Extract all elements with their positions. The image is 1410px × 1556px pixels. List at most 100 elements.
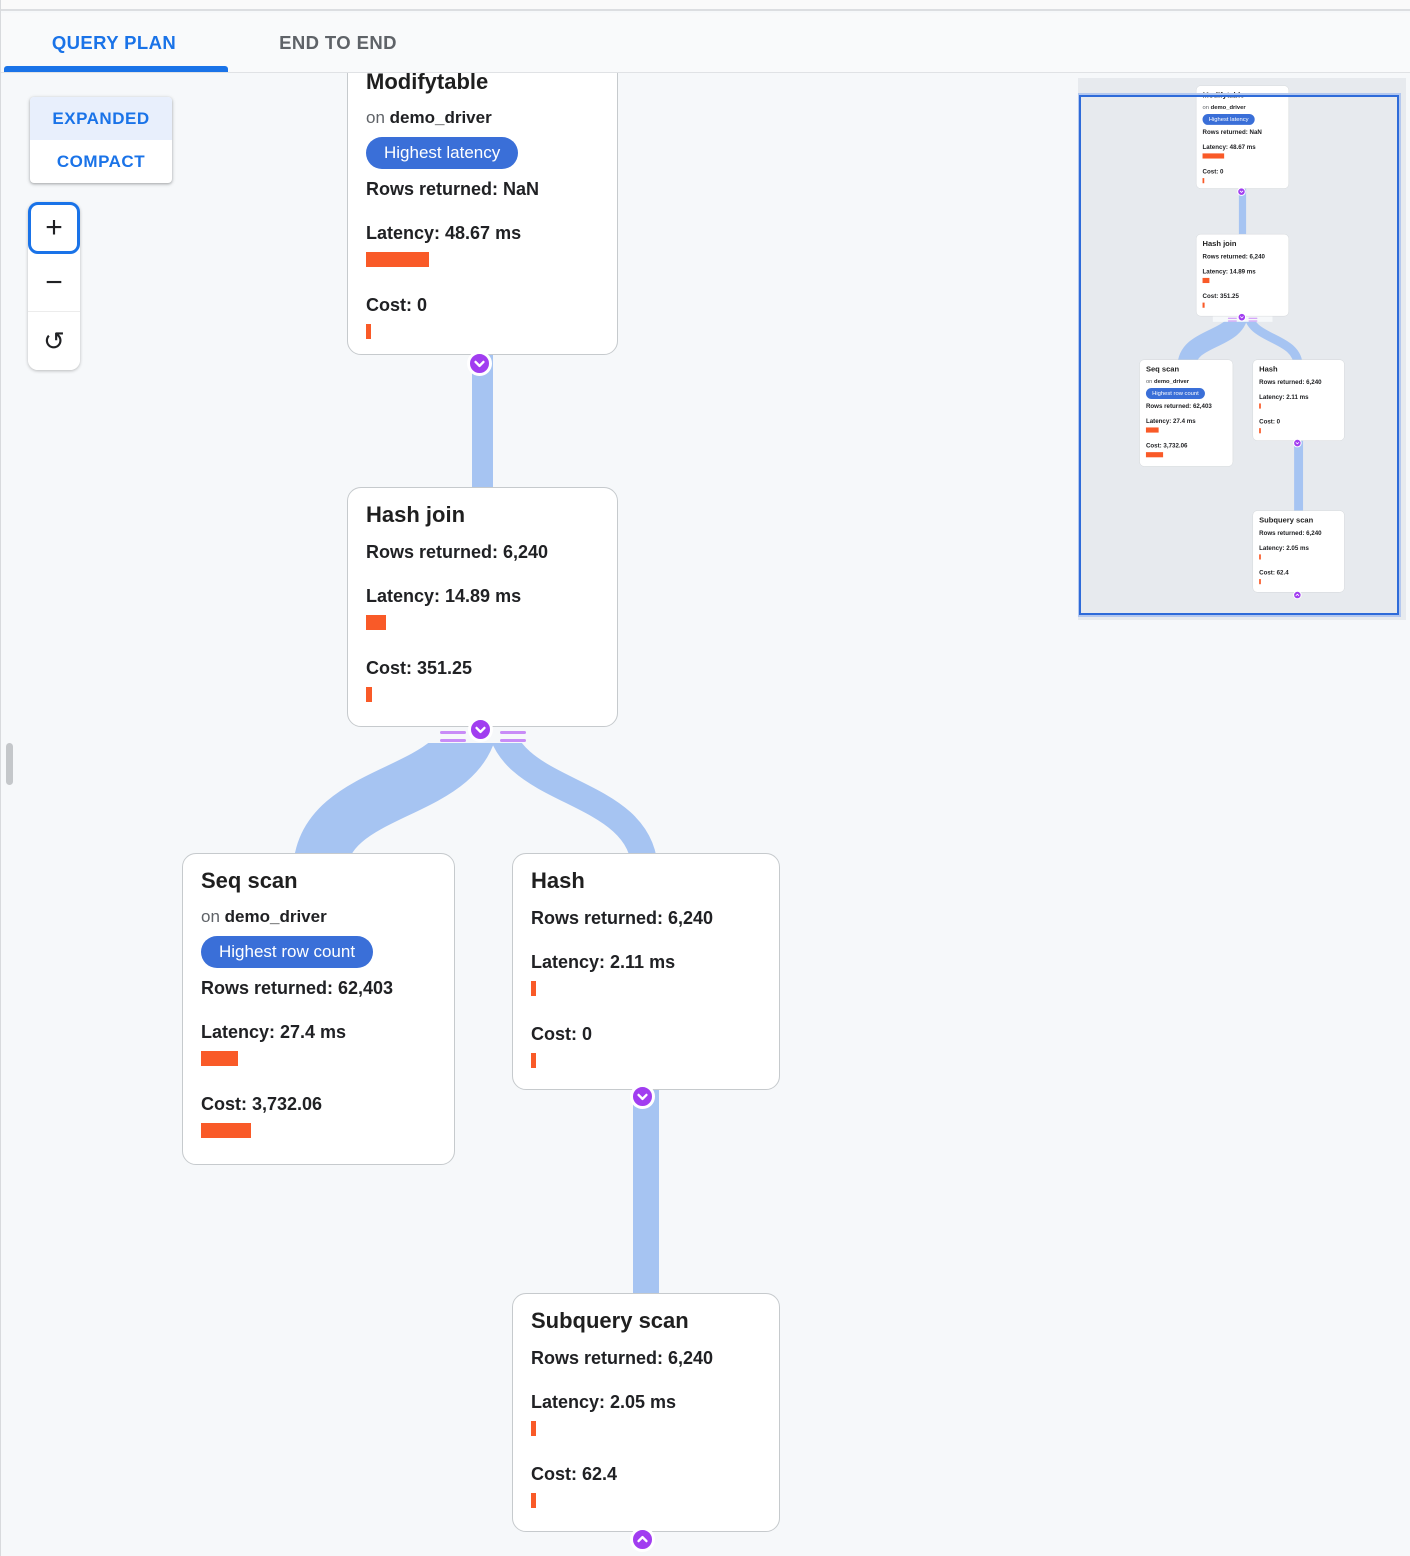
cost-value: Cost: 0 [366, 295, 428, 315]
cost-value: Cost: 3,732.06 [1145, 442, 1188, 450]
latency-bar [1259, 554, 1261, 560]
query-plan-diagram: Modifytable on demo_driver Highest laten… [1078, 85, 1355, 607]
node-title: Seq scan [1145, 364, 1180, 374]
latency-value: Latency: 2.11 ms [1259, 393, 1309, 401]
collapse-children-button[interactable] [1293, 438, 1302, 448]
plan-node-seq-scan[interactable]: Seq scan on demo_driver Highest row coun… [1139, 359, 1234, 467]
pane-top-strip [0, 0, 1410, 11]
rows-returned: Rows returned: NaN [366, 179, 540, 199]
cost-bar [201, 1123, 251, 1138]
tab-end-to-end[interactable]: END TO END [228, 13, 448, 72]
zoom-controls: + − ↺ [28, 202, 80, 370]
node-table: on demo_driver [366, 108, 492, 127]
node-title: Hash [531, 868, 585, 893]
node-table: on demo_driver [1202, 104, 1246, 111]
collapse-children-button[interactable] [468, 717, 493, 742]
rows-returned: Rows returned: 6,240 [1202, 252, 1265, 260]
chevron-down-icon [637, 1093, 648, 1101]
node-title: Hash join [1202, 239, 1237, 248]
rows-returned: Rows returned: 6,240 [531, 908, 714, 928]
query-plan-canvas: Modifytable on demo_driver Highest laten… [0, 73, 1410, 1556]
latency-bar [201, 1051, 238, 1066]
cost-value: Cost: 351.25 [1202, 292, 1239, 300]
latency-bar [1202, 277, 1210, 284]
plan-node-seq-scan[interactable]: Seq scan on demo_driver Highest row coun… [182, 853, 455, 1165]
chevron-down-icon [1239, 190, 1244, 193]
cost-value: Cost: 0 [1259, 418, 1281, 426]
chevron-up-icon [637, 1535, 648, 1543]
plan-node-modifytable[interactable]: Modifytable on demo_driver Highest laten… [347, 73, 618, 355]
cost-value: Cost: 62.4 [531, 1464, 618, 1484]
node-title: Subquery scan [531, 1308, 689, 1333]
collapse-children-button[interactable] [467, 351, 492, 376]
minimap[interactable]: Modifytable on demo_driver Highest laten… [1078, 78, 1406, 620]
latency-bar [1202, 153, 1225, 159]
cost-bar [1202, 178, 1205, 184]
rows-returned: Rows returned: 62,403 [201, 978, 394, 998]
node-table: on demo_driver [201, 907, 327, 926]
latency-value: Latency: 2.11 ms [531, 952, 676, 972]
compact-view-button[interactable]: COMPACT [56, 151, 146, 171]
cost-bar [1145, 452, 1164, 458]
active-tab-underline [4, 66, 228, 72]
zoom-out-button[interactable]: − [28, 254, 80, 311]
plan-node-subquery-scan[interactable]: Subquery scan Rows returned: 6,240 Laten… [1252, 510, 1345, 593]
minimap-viewport[interactable] [1078, 93, 1401, 617]
collapse-children-button[interactable] [1237, 312, 1247, 322]
latency-bar [1145, 427, 1159, 433]
collapse-children-button[interactable] [1237, 187, 1246, 196]
chevron-down-icon [1295, 442, 1300, 445]
cost-value: Cost: 0 [531, 1024, 593, 1044]
collapse-children-button[interactable] [630, 1084, 655, 1109]
latency-value: Latency: 27.4 ms [1145, 417, 1196, 425]
plus-icon: + [45, 211, 63, 244]
latency-value: Latency: 14.89 ms [366, 586, 522, 606]
plan-node-hash[interactable]: Hash Rows returned: 6,240 Latency: 2.11 … [1252, 359, 1345, 441]
plan-node-hash[interactable]: Hash Rows returned: 6,240 Latency: 2.11 … [512, 853, 780, 1090]
pane-left-border [0, 0, 1, 1556]
plan-node-hash-join[interactable]: Hash join Rows returned: 6,240 Latency: … [1196, 234, 1289, 317]
latency-bar [531, 1421, 536, 1436]
cost-bar [1259, 428, 1261, 434]
plan-node-hash-join[interactable]: Hash join Rows returned: 6,240 Latency: … [347, 487, 618, 727]
node-title: Hash [1259, 364, 1278, 374]
cost-value: Cost: 3,732.06 [201, 1094, 323, 1114]
node-title: Hash join [366, 502, 466, 527]
expand-children-button[interactable] [1293, 590, 1302, 600]
latency-value: Latency: 14.89 ms [1202, 267, 1256, 275]
reset-zoom-button[interactable]: ↺ [28, 312, 80, 370]
expand-children-button[interactable] [630, 1527, 655, 1552]
rows-returned: Rows returned: 6,240 [531, 1348, 714, 1368]
latency-value: Latency: 2.05 ms [1259, 544, 1309, 552]
cost-bar [366, 687, 372, 702]
cost-bar [366, 324, 371, 339]
node-title: Modifytable [1202, 90, 1245, 100]
reset-icon: ↺ [43, 325, 65, 356]
expanded-view-button[interactable]: EXPANDED [30, 97, 172, 140]
tab-end-to-end-label: END TO END [279, 31, 397, 53]
cost-value: Cost: 351.25 [366, 658, 473, 678]
tab-query-plan[interactable]: QUERY PLAN [0, 13, 228, 72]
plan-node-modifytable[interactable]: Modifytable on demo_driver Highest laten… [1196, 85, 1289, 189]
node-title: Seq scan [201, 868, 298, 893]
chevron-down-icon [1240, 316, 1244, 319]
plan-node-subquery-scan[interactable]: Subquery scan Rows returned: 6,240 Laten… [512, 1293, 780, 1532]
query-plan-diagram: Modifytable on demo_driver Highest laten… [0, 73, 810, 1556]
zoom-in-button[interactable]: + [28, 202, 80, 254]
cost-value: Cost: 0 [1202, 168, 1224, 176]
node-title: Modifytable [366, 73, 489, 94]
highest-row-count-badge: Highest row count [1145, 388, 1205, 399]
vertical-scrollbar-thumb[interactable] [6, 743, 13, 785]
highest-row-count-badge: Highest row count [201, 936, 374, 968]
cost-bar [1202, 302, 1205, 308]
chevron-down-icon [475, 726, 486, 734]
node-table: on demo_driver [1145, 378, 1190, 385]
latency-value: Latency: 27.4 ms [201, 1022, 347, 1042]
minimap-diagram: Modifytable on demo_driver Highest laten… [1078, 85, 1355, 607]
cost-bar [531, 1493, 536, 1508]
view-mode-toggle: EXPANDED COMPACT [30, 97, 172, 183]
highest-latency-badge: Highest latency [1202, 113, 1255, 125]
node-title: Subquery scan [1259, 515, 1314, 525]
tab-query-plan-label: QUERY PLAN [51, 31, 177, 53]
latency-value: Latency: 48.67 ms [1202, 143, 1256, 151]
